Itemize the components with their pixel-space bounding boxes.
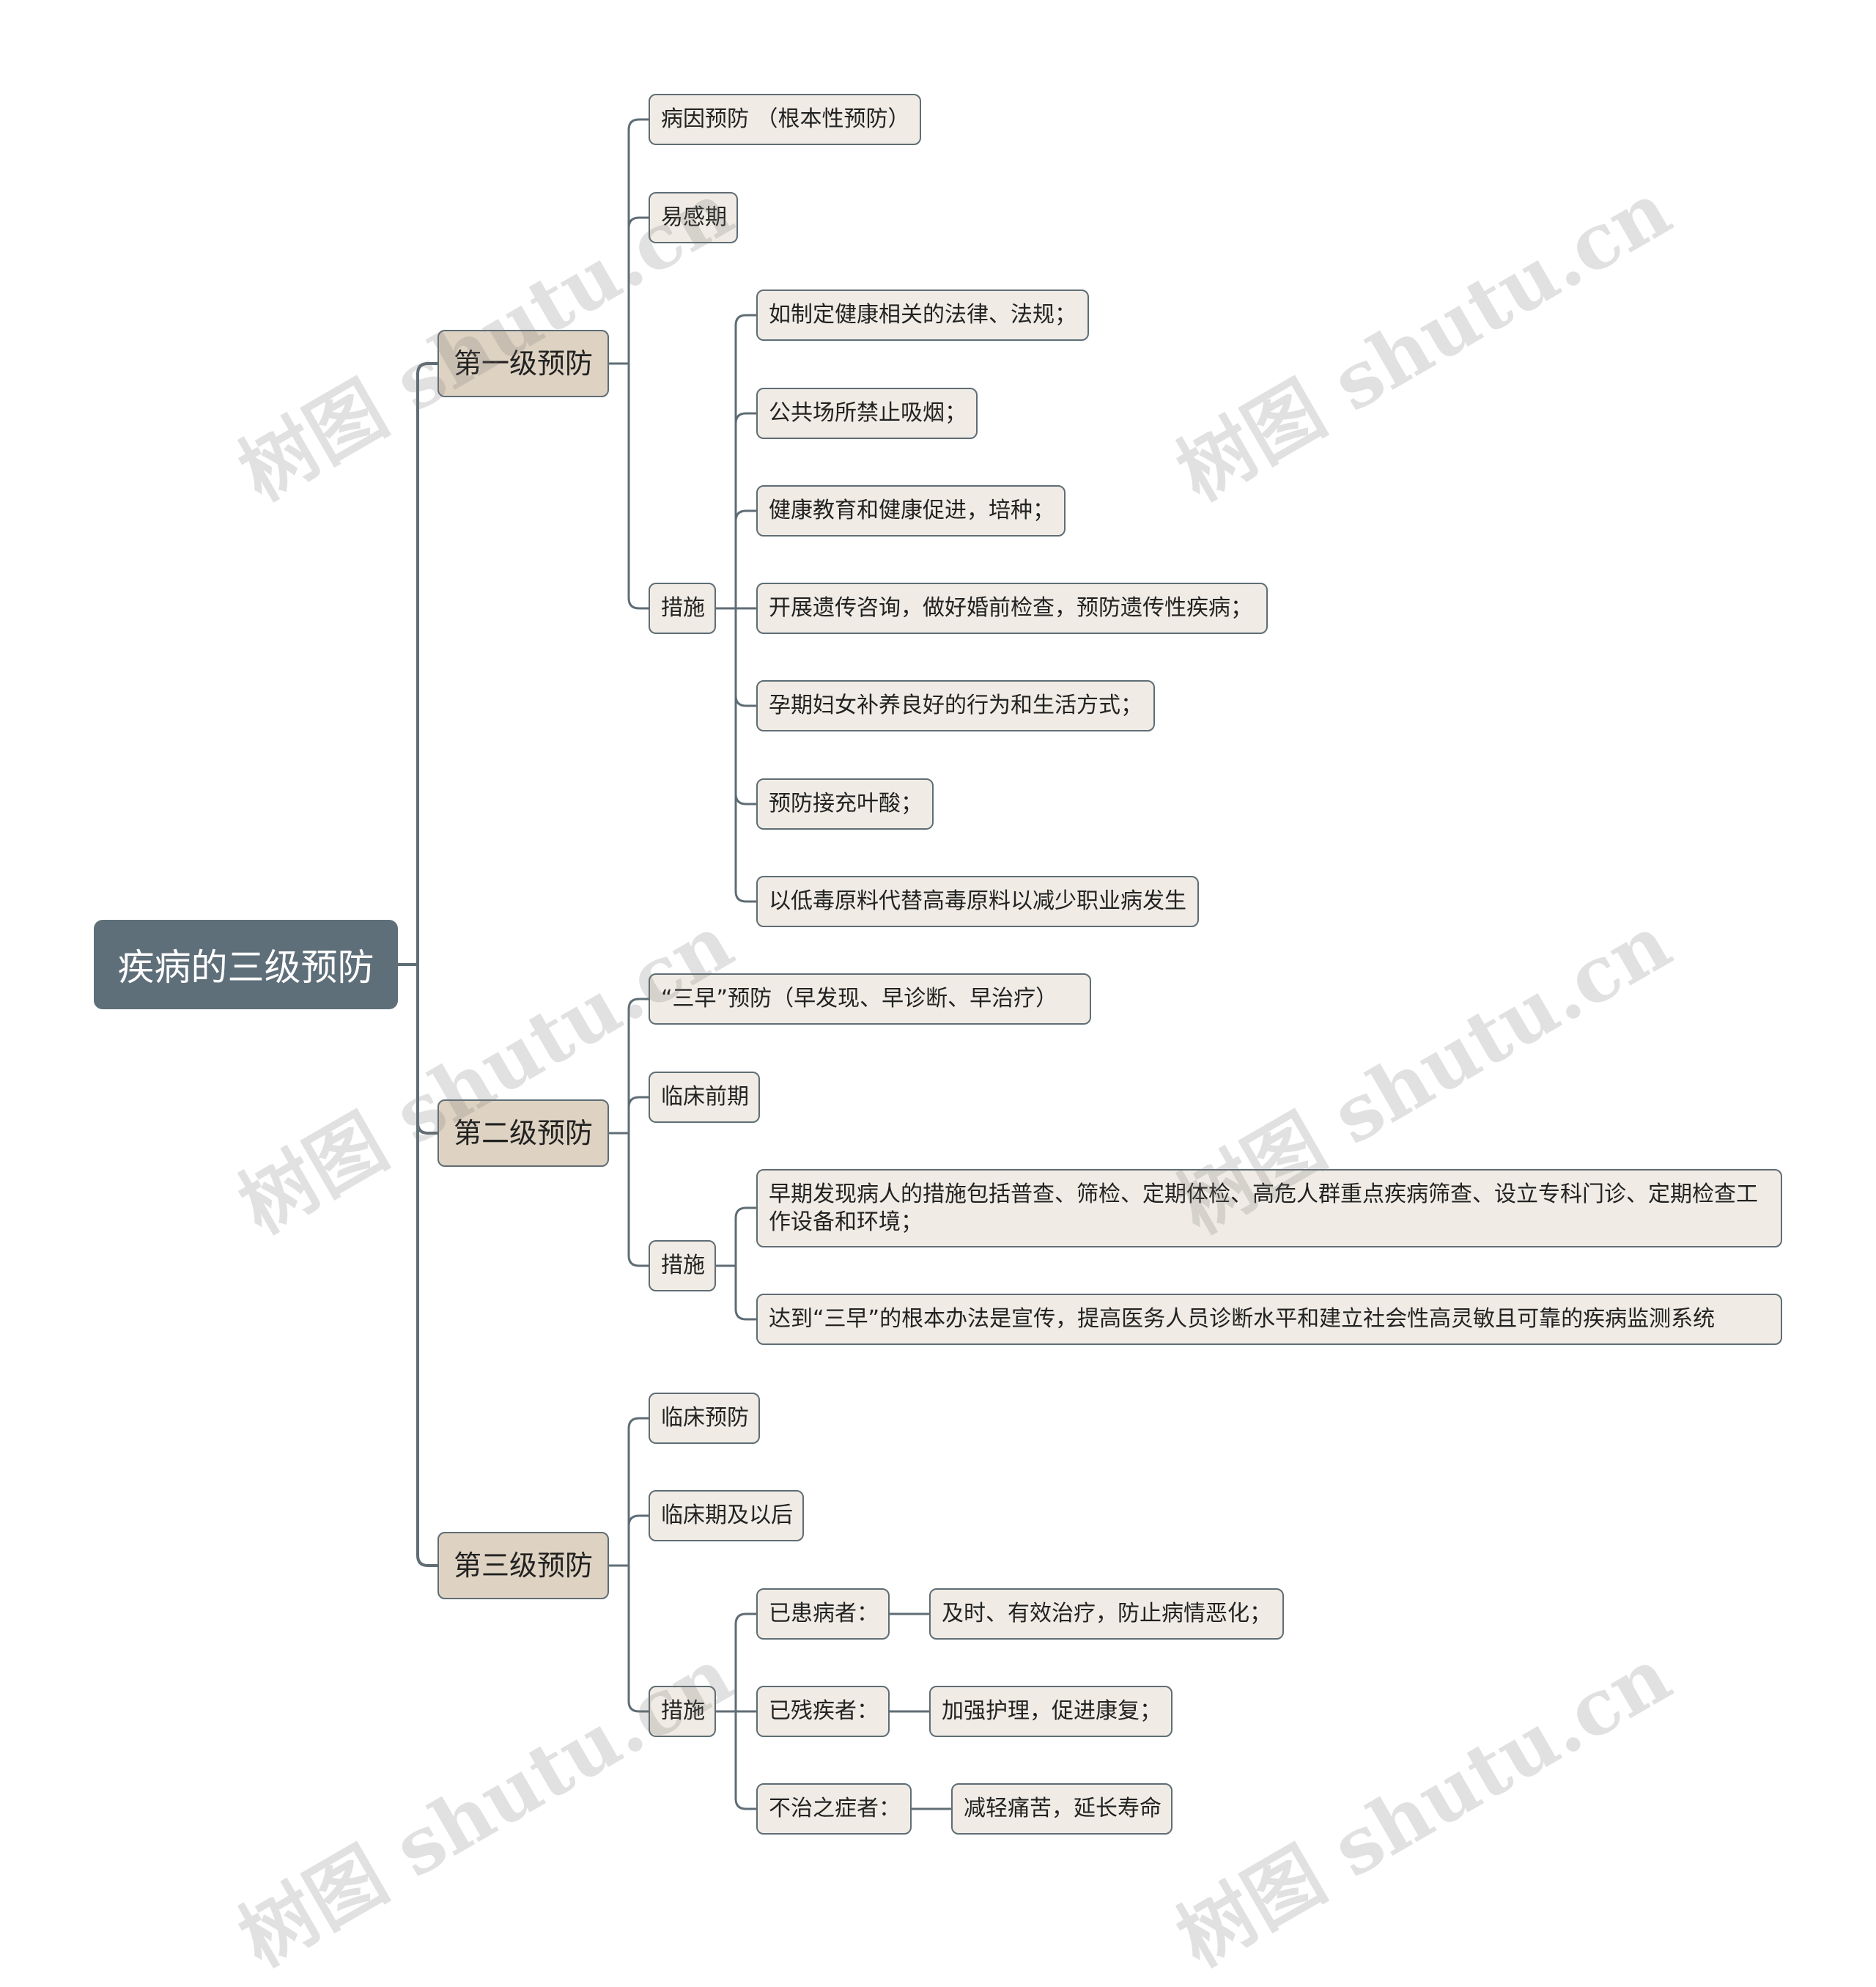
connector-line bbox=[627, 1700, 650, 1713]
third-measures[interactable]: 措施 bbox=[649, 1686, 716, 1737]
connector-line bbox=[627, 1254, 650, 1267]
connector-line bbox=[627, 1417, 650, 1430]
second-measure-item[interactable]: 早期发现病人的措施包括普查、筛检、定期体检、高危人群重点疾病筛查、设立专科门诊、… bbox=[756, 1169, 1782, 1247]
topic-third-level-prevention[interactable]: 第三级预防 bbox=[437, 1532, 609, 1599]
third-clinical-period[interactable]: 临床期及以后 bbox=[649, 1490, 804, 1541]
first-measures[interactable]: 措施 bbox=[649, 583, 716, 634]
connector-line bbox=[416, 362, 439, 375]
first-susceptible-period[interactable]: 易感期 bbox=[649, 192, 738, 243]
third-group-action[interactable]: 加强护理，促进康复； bbox=[929, 1686, 1172, 1737]
third-group-action[interactable]: 及时、有效治疗，防止病情恶化； bbox=[929, 1588, 1284, 1640]
connector-line bbox=[627, 1514, 650, 1527]
first-measure-item[interactable]: 孕期妇女补养良好的行为和生活方式； bbox=[756, 680, 1155, 731]
connector-line bbox=[416, 1554, 439, 1567]
first-measure-item[interactable]: 如制定健康相关的法律、法规； bbox=[756, 290, 1089, 341]
connector-line bbox=[734, 1308, 758, 1321]
connector-line bbox=[627, 1096, 650, 1109]
connector-line bbox=[416, 1121, 439, 1135]
second-measures[interactable]: 措施 bbox=[649, 1240, 716, 1291]
connector-line bbox=[627, 118, 650, 131]
first-measure-item[interactable]: 开展遗传咨询，做好婚前检查，预防遗传性疾病； bbox=[756, 583, 1268, 634]
root-topic[interactable]: 疾病的三级预防 bbox=[94, 920, 398, 1009]
third-group-label[interactable]: 已患病者： bbox=[756, 1588, 890, 1640]
connector-line bbox=[734, 509, 758, 523]
connector-line bbox=[734, 412, 758, 425]
connector-line bbox=[734, 694, 758, 707]
third-group-action[interactable]: 减轻痛苦，延长寿命 bbox=[951, 1783, 1172, 1835]
topic-second-level-prevention[interactable]: 第二级预防 bbox=[437, 1099, 609, 1167]
connector-line bbox=[734, 1797, 758, 1810]
first-measure-item[interactable]: 以低毒原料代替高毒原料以减少职业病发生 bbox=[756, 876, 1199, 927]
third-group-label[interactable]: 已残疾者： bbox=[756, 1686, 890, 1737]
second-three-early-prevention[interactable]: “三早”预防（早发现、早诊断、早治疗） bbox=[649, 973, 1091, 1025]
connector-line bbox=[734, 890, 758, 903]
second-preclinical-period[interactable]: 临床前期 bbox=[649, 1072, 760, 1123]
first-measure-item[interactable]: 预防接充叶酸； bbox=[756, 778, 934, 830]
second-measure-item[interactable]: 达到“三早”的根本办法是宣传，提高医务人员诊断水平和建立社会性高灵敏且可靠的疾病… bbox=[756, 1294, 1782, 1345]
third-group-label[interactable]: 不治之症者： bbox=[756, 1783, 912, 1835]
connector-line bbox=[734, 1206, 758, 1220]
connector-lines bbox=[396, 118, 953, 1810]
first-etiology-prevention[interactable]: 病因预防 （根本性预防） bbox=[649, 94, 921, 145]
first-measure-item[interactable]: 公共场所禁止吸烟； bbox=[756, 388, 978, 439]
connector-line bbox=[734, 314, 758, 327]
connector-line bbox=[627, 998, 650, 1011]
connector-line bbox=[627, 216, 650, 229]
connector-line bbox=[734, 1612, 758, 1626]
third-clinical-prevention[interactable]: 临床预防 bbox=[649, 1393, 760, 1444]
connector-line bbox=[627, 597, 650, 610]
topic-first-level-prevention[interactable]: 第一级预防 bbox=[437, 330, 609, 397]
first-measure-item[interactable]: 健康教育和健康促进，培种； bbox=[756, 485, 1066, 537]
connector-line bbox=[734, 792, 758, 806]
